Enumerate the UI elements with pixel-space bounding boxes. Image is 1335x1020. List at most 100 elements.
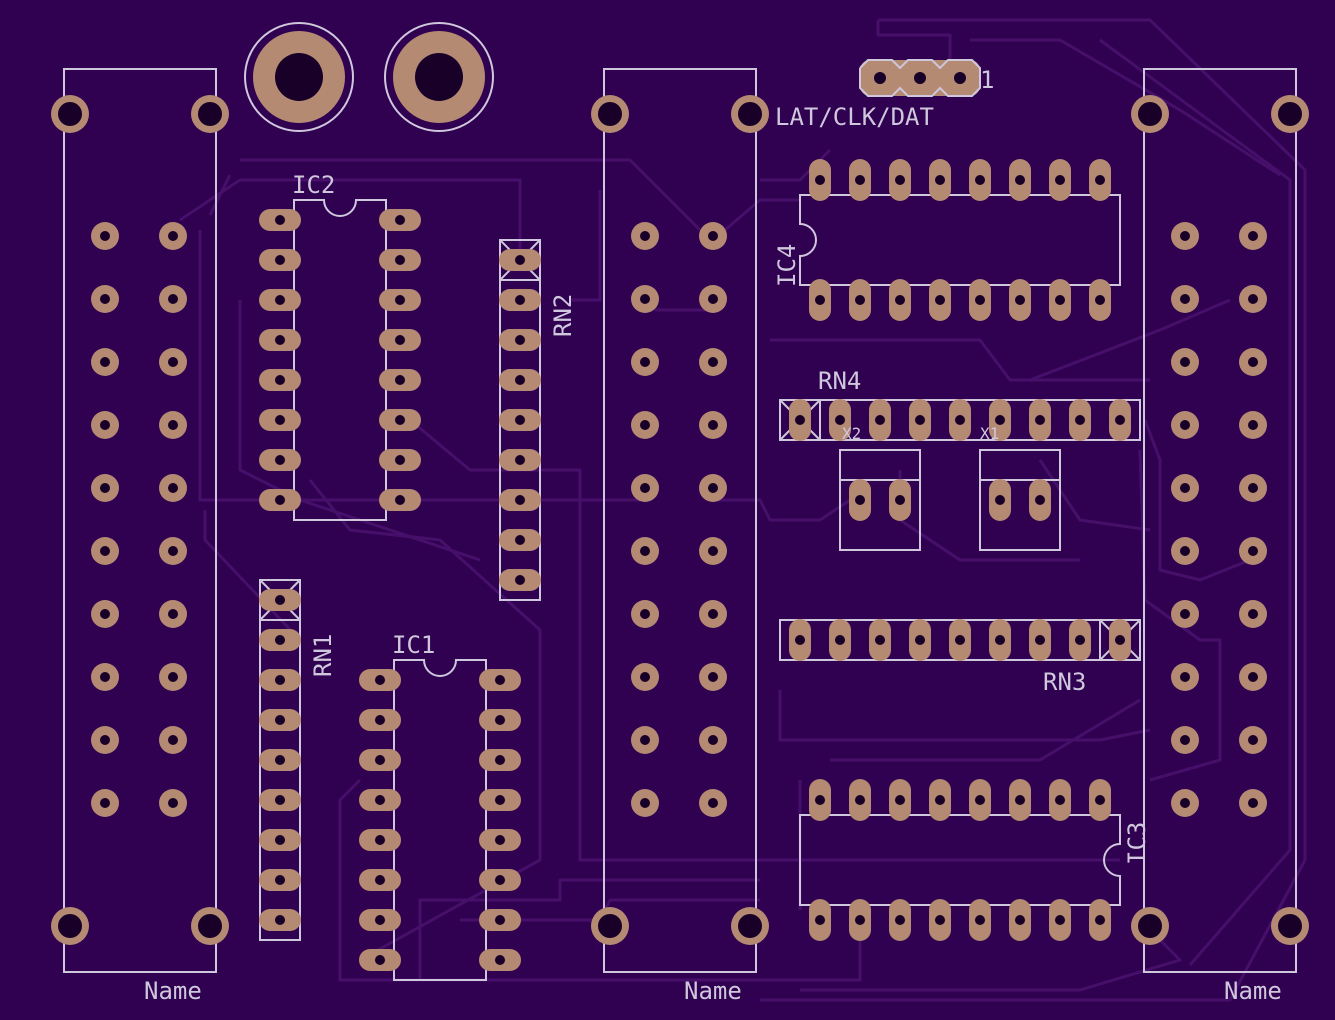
label-socket-left: Name — [144, 977, 202, 1005]
socket-pin-pad — [631, 789, 659, 817]
socket-pin-pad — [699, 600, 727, 628]
socket-pin-pad — [631, 348, 659, 376]
ic2-pin-pad — [379, 289, 421, 311]
ic4-pin-pad — [809, 159, 831, 201]
socket-pin-pad — [1239, 222, 1267, 250]
socket-corner-pad — [191, 95, 229, 133]
label-ic4: IC4 — [773, 244, 801, 287]
ic1-pin-pad — [359, 669, 401, 691]
socket-pin-pad — [1239, 789, 1267, 817]
label-x1: X1 — [980, 424, 999, 443]
ic2-pin-pad — [379, 489, 421, 511]
rn3-pin-pad — [829, 619, 851, 661]
socket-pin-pad — [1239, 348, 1267, 376]
rn2-pin-pad — [499, 489, 541, 511]
socket-left-outline — [63, 68, 217, 973]
ic2-pin-pad — [259, 209, 301, 231]
ic4-outline — [799, 194, 1121, 286]
ic3-pin-pad — [809, 899, 831, 941]
socket-pin-pad — [159, 285, 187, 313]
socket-pin-pad — [91, 600, 119, 628]
socket-pin-pad — [159, 348, 187, 376]
label-rn4: RN4 — [818, 367, 861, 395]
mounting-holes — [244, 22, 494, 132]
ic2-pin-pad — [379, 369, 421, 391]
socket-pin-pad — [1171, 537, 1199, 565]
rn2-pin-pad — [499, 289, 541, 311]
rn4-pin-pad — [869, 399, 891, 441]
ic4-pin-pad — [929, 279, 951, 321]
socket-pin-pad — [159, 663, 187, 691]
ic3-pin-pad — [969, 899, 991, 941]
ic4-pin-pad — [969, 279, 991, 321]
rn2-pin-pad — [499, 369, 541, 391]
socket-corner-pad — [191, 907, 229, 945]
ic4-pin-pad — [969, 159, 991, 201]
x2-pin-pad — [849, 479, 871, 521]
socket-corner-pad — [591, 907, 629, 945]
ic1-pin-pad — [479, 709, 521, 731]
socket-corner-pad — [1271, 95, 1309, 133]
x1-pin-pad — [1029, 479, 1051, 521]
rn3-pin-pad — [909, 619, 931, 661]
ic1-pin-pad — [359, 749, 401, 771]
ic1-pin-pad — [479, 789, 521, 811]
rn4-pin-pad — [949, 399, 971, 441]
ic2-pin-pad — [379, 409, 421, 431]
ic4-pin-pad — [889, 279, 911, 321]
socket-pin-pad — [159, 726, 187, 754]
rn1-pin-pad — [259, 789, 301, 811]
socket-corner-pad — [1131, 907, 1169, 945]
ic3-pin-pad — [969, 779, 991, 821]
ic1-pin-pad — [479, 669, 521, 691]
ic3-pin-pad — [929, 899, 951, 941]
socket-pin-pad — [1171, 285, 1199, 313]
rn1-pin-pad — [259, 829, 301, 851]
socket-corner-pad — [731, 95, 769, 133]
ic2-pin-pad — [379, 249, 421, 271]
rn4-pin-pad — [1109, 399, 1131, 441]
rn4-pin-pad — [1069, 399, 1091, 441]
rn3-pin-pad — [789, 619, 811, 661]
rn3-pin-pad — [1109, 619, 1131, 661]
ic1-pin-pad — [479, 869, 521, 891]
ic3-pin-pad — [849, 779, 871, 821]
ic3-pin-pad — [1089, 779, 1111, 821]
rn3-pin-pad — [869, 619, 891, 661]
rn3-pin-pad — [1029, 619, 1051, 661]
socket-corner-pad — [591, 95, 629, 133]
ic3-pin-pad — [1049, 779, 1071, 821]
socket-pin-pad — [91, 222, 119, 250]
ic1-pin-pad — [359, 789, 401, 811]
ic4-pin-pad — [849, 159, 871, 201]
rn1-pin-pad — [259, 909, 301, 931]
ic3-pin-pad — [1049, 899, 1071, 941]
rn2-pin-pad — [499, 409, 541, 431]
silkscreen-labels: IC2 IC1 IC4 IC3 RN2 RN1 RN4 RN3 X2 X1 1 … — [144, 66, 1282, 1005]
rn1-pin-pad — [259, 709, 301, 731]
label-socket-middle: Name — [684, 977, 742, 1005]
socket-pin-pad — [699, 474, 727, 502]
socket-pin-pad — [1171, 663, 1199, 691]
header-j1 — [859, 59, 981, 97]
socket-pin-pad — [91, 789, 119, 817]
ic4-pin-pad — [1009, 159, 1031, 201]
rn1-pin-pad — [259, 749, 301, 771]
socket-pin-pad — [631, 285, 659, 313]
ic4-pin-pad — [1009, 279, 1031, 321]
socket-pin-pad — [1239, 474, 1267, 502]
ic4-pin-pad — [1049, 279, 1071, 321]
ic-outlines — [293, 194, 1121, 981]
rn1-pin-pad — [259, 589, 301, 611]
socket-pin-pad — [631, 537, 659, 565]
socket-pin-pad — [699, 789, 727, 817]
socket-pin-pad — [91, 348, 119, 376]
socket-pin-pad — [159, 411, 187, 439]
socket-pin-pad — [91, 411, 119, 439]
ic2-pin-pad — [379, 209, 421, 231]
label-rn3: RN3 — [1043, 668, 1086, 696]
x2-outline — [839, 449, 921, 551]
socket-pin-pad — [1239, 411, 1267, 439]
socket-pin-pad — [699, 726, 727, 754]
rn3-pin-pad — [989, 619, 1011, 661]
